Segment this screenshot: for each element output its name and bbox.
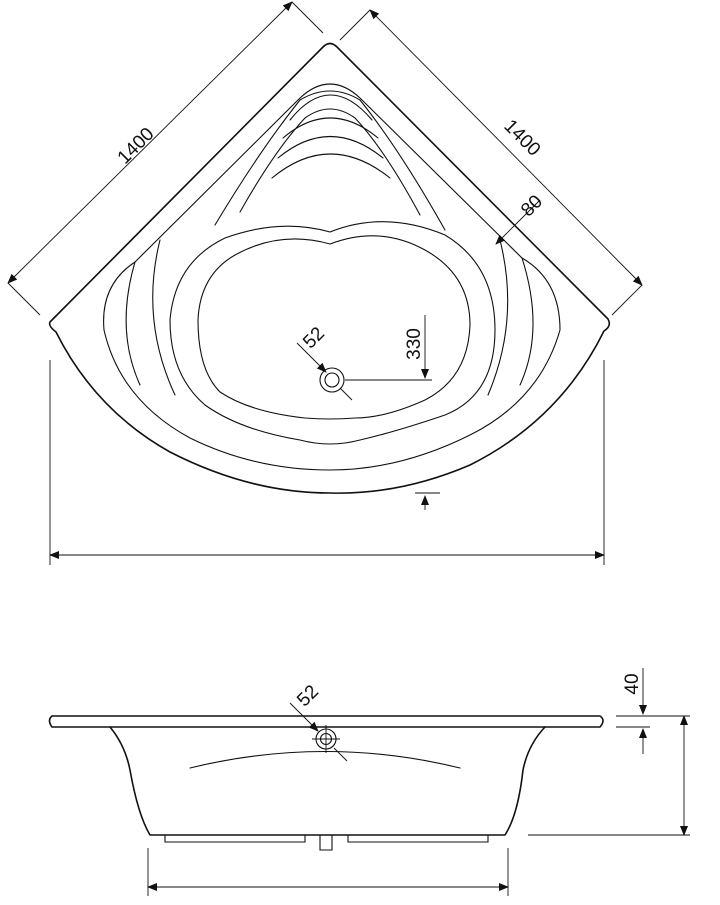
side-body <box>109 726 546 836</box>
top-view: 1400 1400 80 52 330 <box>7 1 643 565</box>
tub-outer-outline <box>48 42 611 494</box>
ext-line <box>339 9 371 41</box>
backrest-wave-1 <box>289 94 373 121</box>
ext-line <box>611 284 643 316</box>
side-foot-left <box>164 834 306 843</box>
drain-side <box>312 725 340 753</box>
tub-inner-rim <box>103 83 561 471</box>
backrest-wave-3 <box>277 135 384 159</box>
dim-line-right-side <box>369 9 643 286</box>
ext-line <box>339 387 353 401</box>
ext-line <box>7 282 41 316</box>
dim-label-drain-offset: 330 <box>404 328 425 360</box>
side-foot-right <box>347 834 489 843</box>
side-view: 52 40 <box>48 668 690 896</box>
ext-line <box>291 1 324 34</box>
seat-curve-left <box>125 261 141 386</box>
dim-label-right-side: 1400 <box>500 116 545 161</box>
backrest-wave-4 <box>271 153 391 179</box>
dim-line-drain-diameter <box>296 342 327 373</box>
backrest-contour-1 <box>214 90 446 231</box>
dim-line-left-side <box>7 1 293 284</box>
dim-label-side-drain-diameter: 52 <box>293 681 323 711</box>
seat-curve-left-2 <box>152 239 176 396</box>
dim-label-rim-thickness: 40 <box>622 673 643 694</box>
seat-curve-right-2 <box>487 239 509 396</box>
dim-label-drain-diameter: 52 <box>299 323 329 353</box>
drain-top <box>319 367 345 393</box>
dim-label-rim: 80 <box>517 191 547 221</box>
seat-curve-right <box>519 257 534 386</box>
dim-line-side-drain-diameter <box>289 702 319 732</box>
side-rim <box>48 715 604 728</box>
backrest-wave-2 <box>282 117 379 139</box>
dim-line-rim <box>495 199 541 245</box>
side-inner-curve <box>189 751 461 769</box>
dim-label-left-side: 1400 <box>114 124 159 169</box>
backrest-contour-2 <box>239 108 421 216</box>
ext-line <box>333 747 348 762</box>
basin-outer-ring <box>169 221 496 445</box>
side-drain-pipe <box>319 834 333 851</box>
